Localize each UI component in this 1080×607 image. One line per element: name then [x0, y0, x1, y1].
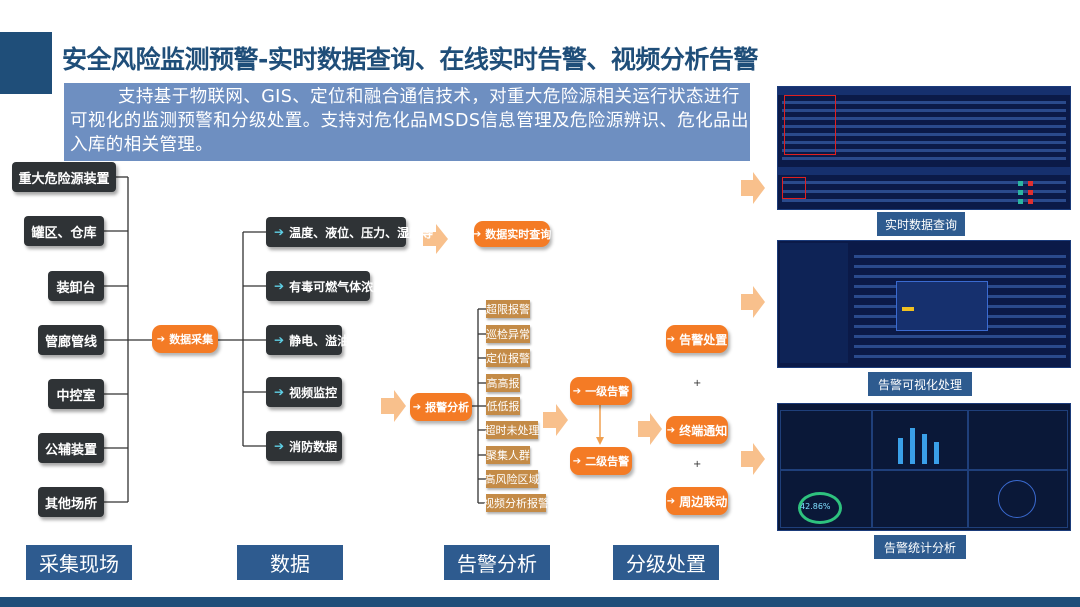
arrow-right-icon: ➔ — [274, 385, 285, 399]
plus-sign: + — [693, 459, 702, 470]
site-loading-dock: 装卸台 — [48, 271, 104, 301]
alarm-type-video: 视频分析报警 — [483, 494, 549, 512]
bottom-label-data: 数据 — [237, 545, 343, 580]
arrow-right-icon: ➔ — [274, 333, 285, 347]
site-other: 其他场所 — [38, 487, 104, 517]
action-label: 告警处置 — [679, 332, 728, 347]
level-one-alarm: ➔一级告警 — [570, 377, 632, 405]
level-two-label: 二级告警 — [585, 455, 630, 468]
realtime-query-label: 数据实时查询 — [485, 228, 552, 241]
level-two-alarm: ➔二级告警 — [570, 447, 632, 475]
site-tank-area: 罐区、仓库 — [24, 216, 104, 246]
data-type-label: 消防数据 — [289, 439, 338, 454]
arrow-right-icon: ➔ — [156, 333, 166, 345]
screenshot-alarm-stats: 42.86% — [777, 403, 1071, 531]
title-accent-bar — [0, 32, 52, 94]
data-type-video: ➔ 视频监控 — [266, 377, 342, 407]
arrow-right-icon: ➔ — [472, 228, 482, 240]
arrow-right-icon: ➔ — [412, 401, 422, 413]
alarm-analysis-label: 报警分析 — [425, 401, 470, 414]
site-utilities: 公辅装置 — [38, 433, 104, 463]
alarm-type-timeout: 超时未处理 — [485, 421, 540, 439]
site-major-hazard: 重大危险源装置 — [12, 162, 116, 192]
arrow-right-icon: ➔ — [666, 424, 676, 436]
data-type-static: ➔ 静电、溢油 — [266, 325, 349, 355]
page-title: 安全风险监测预警-实时数据查询、在线实时告警、视频分析告警 — [62, 45, 758, 74]
level-one-label: 一级告警 — [585, 385, 630, 398]
realtime-query-node: ➔数据实时查询 — [472, 221, 552, 247]
data-type-label: 有毒可燃气体浓度 — [289, 279, 386, 294]
data-type-fire: ➔ 消防数据 — [266, 431, 342, 461]
gauge-value: 42.86% — [800, 502, 831, 511]
caption-alarm-visual: 告警可视化处理 — [868, 372, 972, 396]
arrow-right-icon: ➔ — [274, 439, 285, 453]
action-terminal-notify: ➔终端通知 — [666, 416, 728, 444]
site-control-room: 中控室 — [48, 379, 104, 409]
data-collect-label: 数据采集 — [169, 333, 214, 346]
data-type-label: 温度、液位、压力、湿度等 — [289, 225, 434, 240]
action-disposal: ➔告警处置 — [666, 325, 728, 353]
arrow-right-icon: ➔ — [274, 225, 285, 239]
caption-alarm-stats: 告警统计分析 — [874, 535, 966, 559]
alarm-type-crowd: 聚集人群 — [486, 446, 530, 464]
site-pipeline: 管廊管线 — [38, 325, 104, 355]
alarm-type-high-high: 高高报 — [486, 374, 520, 392]
alarm-type-high-risk: 高风险区域 — [485, 470, 540, 488]
arrow-right-icon: ➔ — [572, 455, 582, 467]
bottom-label-collect: 采集现场 — [26, 545, 132, 580]
footer-bar — [0, 597, 1080, 607]
alarm-type-overlimit: 超限报警 — [486, 300, 530, 318]
alarm-type-low-low: 低低报 — [486, 397, 520, 415]
alarm-type-location: 定位报警 — [486, 349, 530, 367]
bottom-label-alarm: 告警分析 — [444, 545, 550, 580]
arrow-right-icon: ➔ — [666, 333, 676, 345]
screenshot-alarm-visual — [777, 240, 1071, 368]
description-text: 支持基于物联网、GIS、定位和融合通信技术，对重大危险源相关运行状态进行可视化的… — [70, 87, 749, 155]
plus-sign: + — [693, 378, 702, 389]
alarm-type-patrol: 巡检异常 — [486, 325, 530, 343]
data-type-label: 静电、溢油 — [289, 333, 350, 348]
alarm-analysis-node: ➔报警分析 — [410, 393, 472, 421]
action-linkage: ➔周边联动 — [666, 487, 728, 515]
screenshot-realtime-query — [777, 86, 1071, 210]
data-type-gas: ➔ 有毒可燃气体浓度 — [266, 271, 385, 301]
data-type-temperature: ➔ 温度、液位、压力、湿度等 — [266, 217, 433, 247]
action-label: 周边联动 — [679, 494, 728, 509]
caption-realtime-query: 实时数据查询 — [877, 212, 965, 236]
data-type-label: 视频监控 — [289, 385, 338, 400]
data-collect-node: ➔数据采集 — [152, 325, 218, 353]
bottom-label-disposal: 分级处置 — [613, 545, 719, 580]
action-label: 终端通知 — [679, 423, 728, 438]
arrow-right-icon: ➔ — [274, 279, 285, 293]
arrow-right-icon: ➔ — [572, 385, 582, 397]
description-box: 支持基于物联网、GIS、定位和融合通信技术，对重大危险源相关运行状态进行可视化的… — [64, 83, 750, 161]
arrow-right-icon: ➔ — [666, 495, 676, 507]
